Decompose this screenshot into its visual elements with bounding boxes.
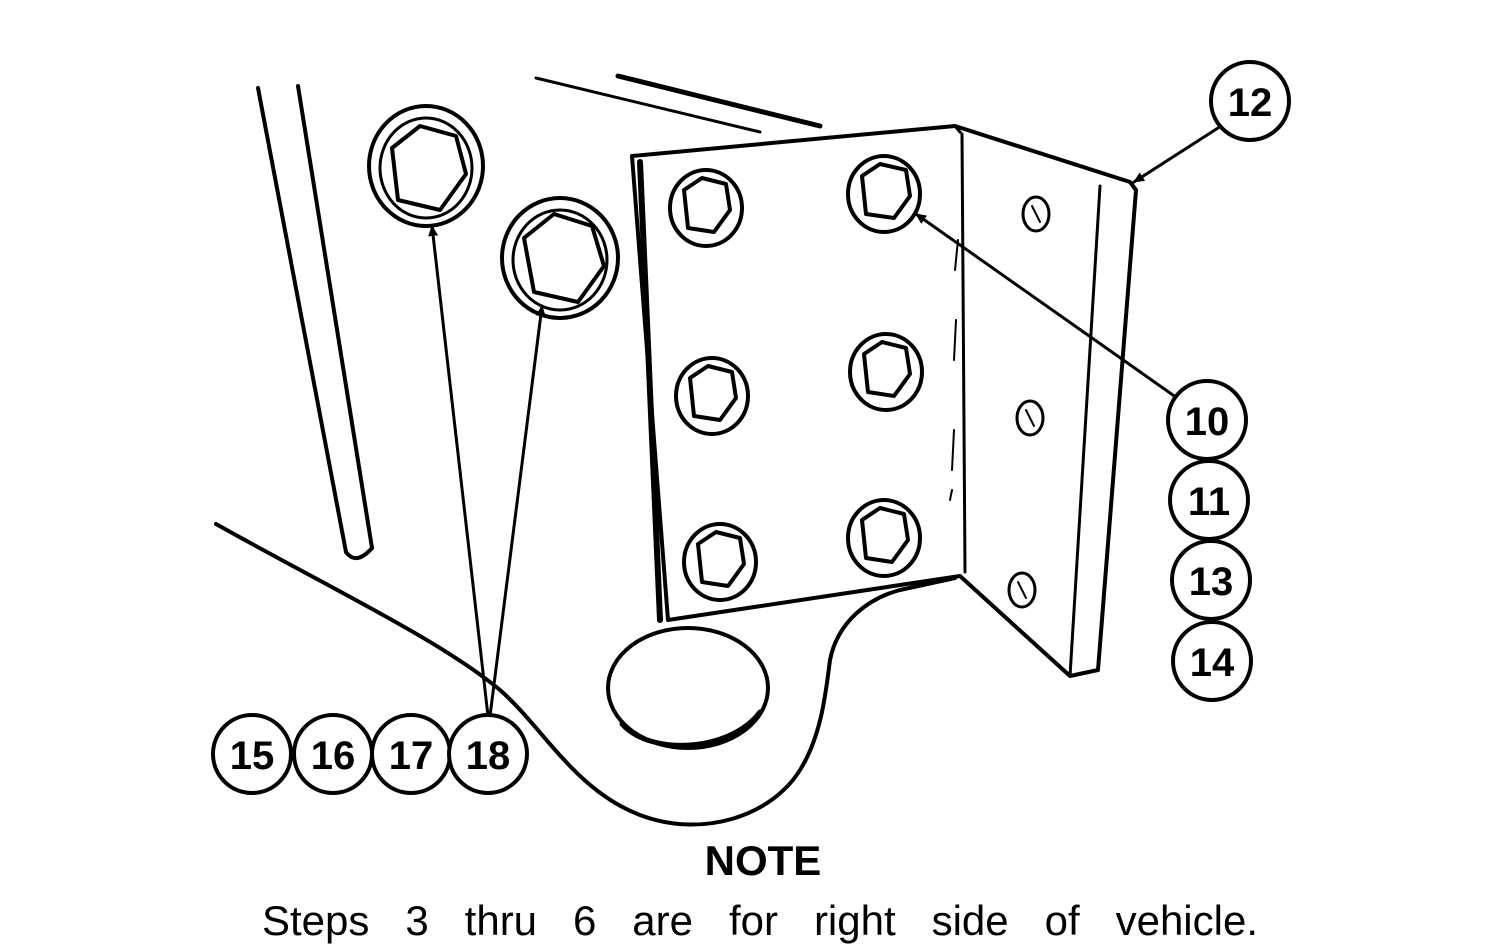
hex-bolt xyxy=(846,498,922,578)
frame-outline xyxy=(214,73,957,827)
svg-text:13: 13 xyxy=(1189,560,1234,604)
angle-bracket xyxy=(630,124,1138,678)
svg-text:16: 16 xyxy=(311,734,356,778)
frame-bolt xyxy=(500,196,620,320)
bracket-hole xyxy=(1015,399,1045,437)
callout-16: 16 xyxy=(292,713,374,795)
hex-bolt xyxy=(674,356,750,436)
svg-text:18: 18 xyxy=(466,734,511,778)
bracket-hole xyxy=(1021,195,1051,233)
callout-12: 12 xyxy=(1209,60,1291,142)
svg-text:10: 10 xyxy=(1185,400,1230,444)
hex-bolt xyxy=(668,168,744,248)
round-lug xyxy=(606,626,770,750)
callout-18: 18 xyxy=(447,713,529,795)
note-heading: NOTE xyxy=(704,837,822,884)
frame-bolt xyxy=(367,104,485,228)
callout-13: 13 xyxy=(1170,539,1252,621)
callout-11: 11 xyxy=(1168,459,1250,541)
bracket-hole xyxy=(1007,571,1037,609)
note-body: Steps 3 thru 6 are for right side of veh… xyxy=(262,897,1258,944)
svg-text:14: 14 xyxy=(1190,641,1235,685)
svg-text:15: 15 xyxy=(230,734,275,778)
svg-text:17: 17 xyxy=(389,734,434,778)
callout-15: 15 xyxy=(211,713,293,795)
callout-10: 10 xyxy=(1166,379,1248,461)
hex-bolt xyxy=(682,522,758,602)
leader-lines xyxy=(428,126,1220,718)
callout-17: 17 xyxy=(370,713,452,795)
svg-text:11: 11 xyxy=(1188,480,1230,524)
hex-bolt xyxy=(846,154,922,234)
hex-bolt xyxy=(848,332,924,412)
svg-text:12: 12 xyxy=(1228,81,1273,125)
callout-14: 14 xyxy=(1171,620,1253,702)
frame-slot xyxy=(256,84,374,560)
